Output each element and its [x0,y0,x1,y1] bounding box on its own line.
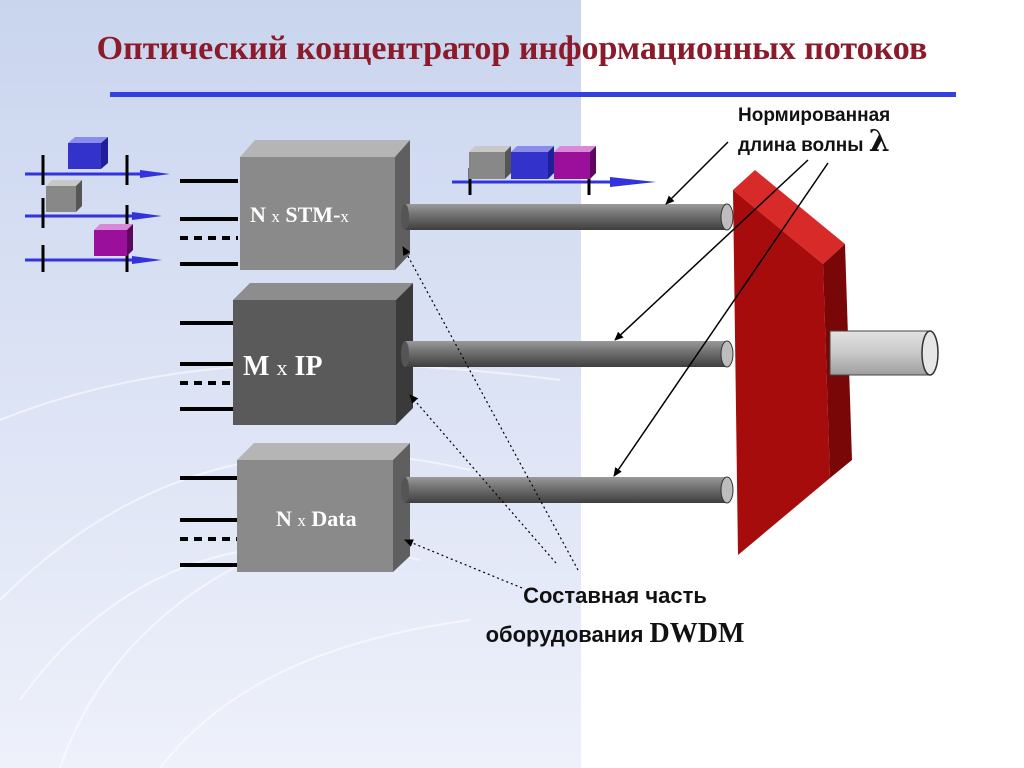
input-stream-1 [25,137,170,185]
box-stm-name: STM- [285,202,341,227]
stream-arrowhead [132,256,162,264]
input-stream-2 [25,180,162,228]
wavelength-arrows [613,141,829,477]
packet-gray [469,146,511,179]
box-data-name: Data [311,506,357,531]
box-ip-multiplier: x [276,355,288,380]
packet-gray [46,180,82,212]
wavelength-note-line2: длина волны [738,135,864,156]
wavelength-note-line1: Нормированная [738,105,891,126]
stream-arrowhead [132,212,162,220]
box-stm-count: N [250,202,266,227]
input-ports-data [180,476,238,567]
dwdm-caption-line2-row: оборудования DWDM [480,618,750,650]
box-stm-suffix: x [340,207,349,226]
dwdm-caption-line2: оборудования [485,622,644,647]
stream-arrowhead [610,177,656,187]
fiber-cylinder-2 [401,340,734,368]
box-stm-label: N x STM-x [250,202,349,228]
dwdm-caption-line1: Составная часть [523,583,707,608]
input-ports-stm [180,179,238,266]
box-stm [240,140,410,270]
wavelength-note-line2-row: длина волны λ [738,127,890,159]
packet-magenta [94,224,133,256]
input-stream-3 [25,224,162,272]
packet-blue [68,137,108,169]
input-ports-ip [180,321,238,411]
page-title: Оптический концентратор информационных п… [96,30,928,67]
wavelength-note: Нормированная длина волны λ [738,103,890,159]
fiber-cylinder-1 [401,203,734,231]
packet-blue [511,146,554,179]
multiplexed-stream [452,146,656,195]
output-fiber-cylinder [829,330,939,376]
box-ip-count: M [243,351,270,382]
box-data-multiplier: x [297,511,306,530]
packet-magenta [554,146,596,179]
dwdm-acronym: DWDM [649,618,745,649]
box-ip-name: IP [294,351,323,382]
box-ip-label: M x IP [243,351,322,383]
dwdm-dotted-arrows [402,246,579,589]
stream-arrowhead [140,170,170,178]
box-stm-multiplier: x [271,207,280,226]
title-underline [110,92,956,97]
box-data-count: N [276,506,292,531]
fiber-cylinder-3 [401,476,734,504]
lambda-symbol: λ [868,124,890,159]
box-data-label: N x Data [276,506,357,532]
